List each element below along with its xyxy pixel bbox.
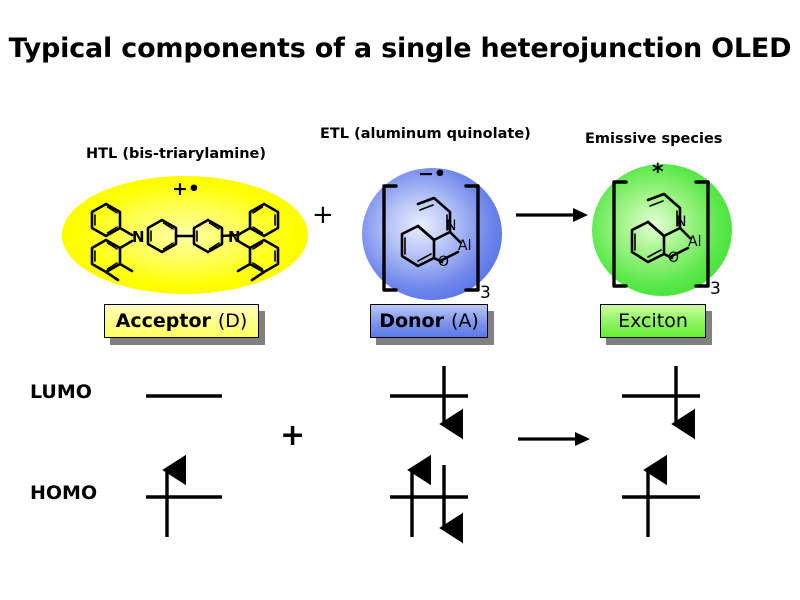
- operator-plus-bottom: +: [280, 418, 306, 453]
- molecule-alq3-excited: N O Al 3: [612, 180, 721, 299]
- donor-label-bold: Donor: [379, 310, 444, 332]
- svg-text:N: N: [446, 218, 456, 234]
- svg-text:Al: Al: [688, 234, 701, 250]
- alq3-subscript-etl: 3: [480, 283, 491, 303]
- lumo-label: LUMO: [30, 381, 92, 403]
- acceptor-label-light: (D): [217, 310, 248, 332]
- reaction-arrow-bottom: [518, 432, 590, 446]
- molecule-tpd: N N: [90, 202, 280, 282]
- exciton-label: Exciton: [618, 310, 688, 332]
- caption-emissive: Emissive species: [585, 131, 723, 147]
- svg-text:Al: Al: [458, 238, 471, 254]
- reaction-arrow-top: [516, 208, 588, 222]
- page-title: Typical components of a single heterojun…: [8, 33, 792, 64]
- label-box-exciton: Exciton: [600, 304, 712, 345]
- charge-marker-emissive: *: [652, 160, 664, 185]
- charge-marker-etl: −•: [418, 163, 447, 185]
- label-box-acceptor: Acceptor (D): [104, 304, 265, 345]
- homo-label: HOMO: [30, 482, 98, 504]
- svg-text:O: O: [438, 254, 449, 270]
- caption-etl: ETL (aluminum quinolate): [320, 126, 531, 142]
- alq3-subscript-emissive: 3: [710, 279, 721, 299]
- svg-text:N: N: [676, 214, 686, 230]
- caption-htl: HTL (bis-triarylamine): [86, 146, 266, 162]
- svg-text:N: N: [132, 228, 145, 246]
- acceptor-label-bold: Acceptor: [115, 310, 211, 332]
- label-box-donor: Donor (A): [370, 304, 494, 345]
- svg-text:O: O: [668, 250, 679, 266]
- donor-label-light: (A): [450, 310, 479, 332]
- molecule-alq3-anion: N O Al 3: [382, 184, 491, 303]
- charge-marker-htl: +•: [172, 178, 201, 200]
- svg-text:N: N: [228, 228, 241, 246]
- operator-plus-top: +: [312, 200, 334, 230]
